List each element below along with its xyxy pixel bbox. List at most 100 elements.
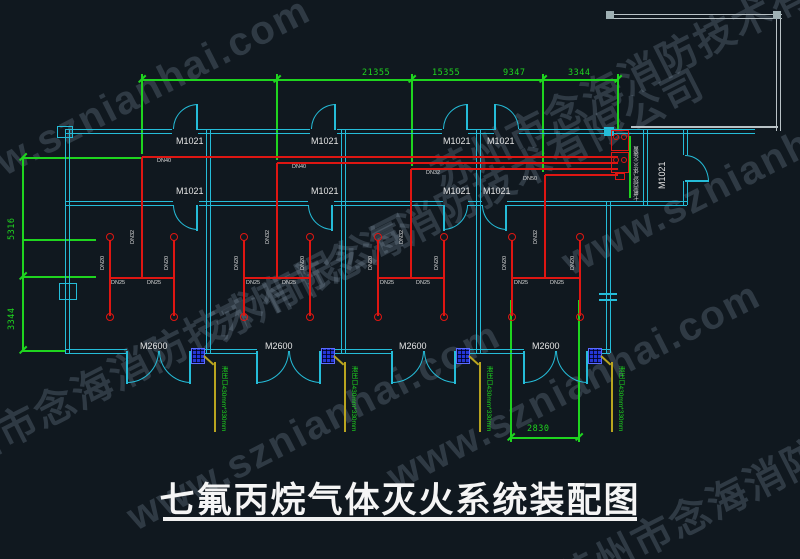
wall-segment — [606, 201, 611, 353]
dimension-extension — [23, 276, 96, 278]
wall-segment — [456, 349, 524, 354]
pipe-riser — [579, 240, 581, 316]
door-swing-arc — [257, 351, 289, 383]
wall-segment — [65, 201, 173, 206]
nozzle-symbol — [106, 313, 114, 321]
door-label: M1021 — [311, 186, 339, 196]
dimension-extension — [23, 350, 66, 352]
drawing-title: 七氟丙烷气体灭火系统装配图 — [159, 481, 641, 521]
wall-segment — [199, 201, 308, 206]
door-swing-arc — [524, 351, 556, 383]
door-leaf — [334, 104, 336, 130]
pipe-main — [277, 162, 618, 164]
nozzle-symbol — [306, 233, 314, 241]
pipe-size-label: DN32 — [399, 229, 405, 244]
pipe-size-label: DN25 — [380, 280, 395, 286]
wall-segment — [341, 129, 346, 353]
door-swing-arc — [289, 351, 321, 383]
pipe-main — [142, 156, 618, 158]
pipe-size-label: DN50 — [523, 176, 538, 182]
pipe-size-label: DN20 — [570, 255, 576, 270]
pipe-size-label: DN32 — [533, 229, 539, 244]
door-leaf — [196, 205, 198, 231]
pipe-size-label: DN32 — [426, 170, 441, 176]
door-leaf — [391, 351, 393, 384]
nozzle-symbol — [576, 233, 584, 241]
wall-segment — [627, 129, 755, 134]
valve-symbol — [615, 173, 625, 180]
door-swing-arc — [556, 351, 588, 383]
wall-segment — [683, 129, 688, 155]
relief-vent-note: 泄压口430mm*330mm — [350, 366, 357, 432]
dimension-value: 3344 — [568, 68, 591, 78]
wall-break-symbol — [599, 293, 617, 295]
dimension-line — [510, 437, 580, 439]
door-swing-arc — [424, 351, 456, 383]
nozzle-symbol — [170, 313, 178, 321]
pipe-riser — [109, 240, 111, 316]
door-swing-arc — [482, 205, 507, 230]
pipe-size-label: DN20 — [164, 255, 170, 270]
door-label: M1021 — [487, 136, 515, 146]
cylinder-group-symbol — [611, 130, 629, 151]
watermark-text: www.sznianhai.com — [0, 0, 318, 215]
relief-vent-note: 泄压口430mm*330mm — [220, 366, 227, 432]
pipe-size-label: DN40 — [157, 158, 172, 164]
dimension-value: 5316 — [7, 217, 17, 240]
door-leaf — [443, 205, 445, 231]
dimension-extension — [542, 74, 544, 172]
door-leaf — [196, 104, 198, 130]
pipe-main — [411, 168, 618, 170]
dimension-extension — [23, 157, 141, 159]
relief-vent-grille — [588, 348, 602, 364]
pipe-riser — [243, 240, 245, 316]
relief-vent-note: 泄压口430mm*330mm — [485, 366, 492, 432]
cylinder-symbol — [621, 157, 627, 163]
door-label: M1021 — [483, 186, 511, 196]
nozzle-symbol — [106, 233, 114, 241]
pipe-riser — [309, 240, 311, 316]
wall-segment — [65, 129, 70, 354]
railing-line — [631, 126, 778, 128]
pipe-branch — [378, 277, 445, 279]
wall-segment — [191, 349, 257, 354]
leader-line — [344, 362, 346, 432]
pipe-branch — [110, 277, 175, 279]
nozzle-symbol — [374, 313, 382, 321]
nozzle-symbol — [576, 313, 584, 321]
door-swing-arc — [173, 205, 198, 230]
wall-segment — [476, 129, 481, 353]
watermark-text: www.sznianhai.com — [555, 57, 800, 285]
door-swing-arc — [443, 205, 468, 230]
pipe-size-label: DN25 — [416, 280, 431, 286]
pipe-feed — [141, 157, 143, 277]
nozzle-symbol — [508, 313, 516, 321]
equipment-note: 七氟丙烷气体灭火装置 — [634, 146, 640, 201]
pipe-size-label: DN20 — [434, 255, 440, 270]
door-leaf — [494, 104, 496, 130]
door-swing-arc — [392, 351, 424, 383]
wall-column-symbol — [59, 283, 77, 300]
wall-segment — [519, 129, 627, 134]
railing-line — [612, 14, 782, 19]
pipe-size-label: DN25 — [246, 280, 261, 286]
leader-line — [611, 362, 613, 432]
pipe-size-label: DN20 — [368, 255, 374, 270]
door-leaf — [319, 351, 321, 384]
pipe-size-label: DN25 — [147, 280, 162, 286]
wall-segment — [468, 201, 482, 206]
door-leaf — [126, 351, 128, 384]
door-leaf — [685, 180, 709, 182]
nozzle-symbol — [440, 233, 448, 241]
door-leaf — [505, 205, 507, 231]
wall-segment — [683, 181, 688, 205]
wall-segment — [65, 129, 172, 134]
door-label: M1021 — [657, 161, 667, 189]
pipe-size-label: DN32 — [130, 229, 136, 244]
wall-segment — [468, 129, 494, 134]
wall-segment — [65, 349, 127, 354]
wall-break-symbol — [599, 299, 617, 301]
leader-line — [214, 362, 216, 432]
door-swing-arc — [311, 104, 336, 129]
pipe-branch — [512, 277, 581, 279]
